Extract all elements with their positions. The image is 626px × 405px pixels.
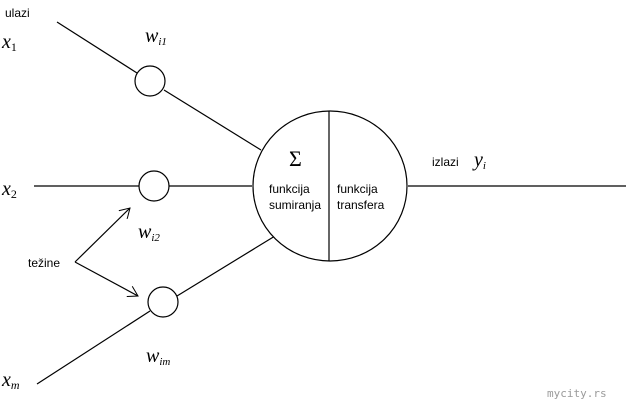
input-line-1b [163,89,262,151]
sigma-symbol: Σ [289,146,302,171]
watermark: mycity.rs [547,387,607,400]
sum-function-line1: funkcija [269,182,310,196]
svg-text:xm: xm [1,369,20,392]
weight-node-1 [134,65,166,97]
xm-subscript: m [11,378,20,392]
w2-subscript: i2 [151,232,160,244]
svg-text:wi1: wi1 [145,25,167,48]
w1-subscript: i1 [158,36,167,48]
x1-subscript: 1 [11,40,17,54]
svg-text:wi2: wi2 [138,221,160,244]
transfer-function-line2: transfera [337,198,385,212]
y-label: y [472,149,483,171]
neuron-body [252,110,408,262]
x2-label: x [1,178,11,200]
weights-label: težine [28,256,60,270]
input-line-mb [176,235,276,297]
transfer-function-line1: funkcija [337,182,378,196]
input-line-1a [56,21,138,74]
w1-label: w [145,25,159,47]
svg-text:x1: x1 [1,31,17,54]
w2-label: w [138,221,152,243]
input-line-ma [36,310,151,385]
weights-arrow-down [74,261,138,296]
outputs-label: izlazi [432,155,459,169]
weight-node-m [147,286,179,318]
weights-arrow-up [74,208,130,263]
inputs-label: ulazi [5,6,30,20]
sum-function-line2: sumiranja [269,198,321,212]
weight-node-2 [138,170,170,202]
xm-label: x [1,369,11,391]
svg-text:yi: yi [472,149,486,172]
y-subscript: i [483,160,486,172]
svg-text:x2: x2 [1,178,17,201]
svg-text:wim: wim [146,345,170,368]
x2-subscript: 2 [11,187,17,201]
wm-subscript: im [159,356,170,368]
x1-label: x [1,31,11,53]
wm-label: w [146,345,160,367]
